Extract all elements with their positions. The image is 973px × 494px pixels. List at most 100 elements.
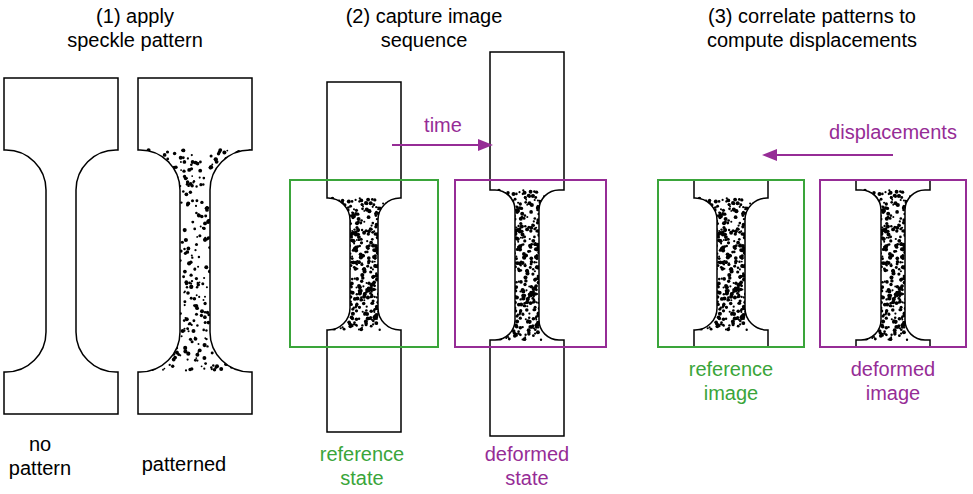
speckle-dot <box>495 202 498 205</box>
speckle-dot <box>140 172 143 175</box>
speckle-dot <box>200 225 202 227</box>
speckle-dot <box>395 251 397 253</box>
speckle-dot <box>246 330 250 334</box>
speckle-dot <box>390 231 393 234</box>
speckle-dot <box>505 255 508 258</box>
speckle-dot <box>522 252 526 256</box>
speckle-dot <box>144 269 147 272</box>
speckle-dot <box>544 213 547 216</box>
speckle-dot <box>347 289 349 291</box>
speckle-dot <box>557 329 559 331</box>
speckle-dot <box>374 321 378 325</box>
speckle-dot <box>329 212 331 214</box>
speckle-dot <box>388 299 392 303</box>
speckle-dot <box>139 183 141 185</box>
speckle-dot <box>155 338 159 342</box>
speckle-dot <box>555 273 558 276</box>
speckle-dot <box>361 229 363 231</box>
speckle-dot <box>510 301 513 304</box>
speckle-dot <box>331 255 333 257</box>
speckle-dot <box>494 223 498 227</box>
speckle-dot <box>542 257 544 259</box>
speckle-dot <box>243 269 246 272</box>
speckle-dot <box>356 286 358 288</box>
speckle-dot <box>509 293 513 297</box>
speckle-dot <box>496 262 500 266</box>
speckle-dot <box>533 217 536 220</box>
speckle-dot <box>382 282 384 284</box>
speckle-dot <box>384 274 387 277</box>
speckle-dot <box>503 242 506 245</box>
speckle-dot <box>500 195 504 199</box>
speckle-dot <box>246 270 249 273</box>
speckle-dot <box>512 293 515 296</box>
speckle-dot <box>337 272 341 276</box>
speckle-dot <box>168 250 170 252</box>
speckle-dot <box>211 240 213 242</box>
speckle-dot <box>550 228 553 231</box>
speckle-dot <box>157 226 160 229</box>
speckle-dot <box>238 200 241 203</box>
speckle-dot <box>231 158 234 161</box>
speckle-dot <box>203 343 207 347</box>
speckle-dot <box>149 336 152 339</box>
speckle-dot <box>501 325 505 329</box>
specimen <box>138 78 252 414</box>
speckle-dot <box>161 216 164 219</box>
speckle-dot <box>336 208 340 212</box>
speckle-dot <box>395 299 397 301</box>
speckle-dot <box>354 261 357 264</box>
speckle-dot <box>244 213 248 217</box>
speckle-dot <box>534 247 538 251</box>
speckle-dot <box>508 338 511 341</box>
speckle-dot <box>547 199 551 203</box>
speckle-dot <box>156 326 158 328</box>
speckle-dot <box>326 208 330 212</box>
speckle-dot <box>533 327 535 329</box>
speckle-dot <box>183 346 187 350</box>
speckle-dot <box>166 150 169 153</box>
speckle-dot <box>522 256 525 259</box>
speckle-dot <box>224 329 226 331</box>
speckle-dot <box>525 308 529 312</box>
speckle-dot <box>186 180 189 183</box>
speckle-dot <box>239 254 242 257</box>
speckle-dot <box>225 334 227 336</box>
speckle-dot <box>147 157 149 159</box>
speckle-dot <box>369 316 372 319</box>
speckle-dot <box>239 199 243 203</box>
speckle-dot <box>520 207 523 210</box>
speckle-dot <box>153 207 156 210</box>
speckle-dot <box>329 306 333 310</box>
speckle-dot <box>235 209 238 212</box>
speckle-dot <box>548 287 552 291</box>
speckle-dot <box>398 322 401 325</box>
speckle-dot <box>501 313 505 317</box>
speckle-dot <box>355 317 359 321</box>
speckle-dot <box>200 309 204 313</box>
specimen <box>4 78 118 414</box>
speckle-dot <box>189 182 193 186</box>
speckle-dot <box>388 273 390 275</box>
speckle-dot <box>217 292 221 296</box>
speckle-dot <box>496 206 498 208</box>
speckle-dot <box>500 332 502 334</box>
speckle-dot <box>332 241 336 245</box>
speckle-dot <box>167 325 171 329</box>
speckle-dot <box>544 258 546 260</box>
speckle-dot <box>514 333 518 337</box>
speckle-dot <box>328 292 331 295</box>
speckle-dot <box>534 277 538 281</box>
speckle-dot <box>393 308 395 310</box>
speckle-dot <box>145 165 147 167</box>
speckle-dot <box>148 152 151 155</box>
speckle-dot <box>391 233 395 237</box>
speckle-dot <box>375 272 377 274</box>
speckle-dot <box>358 245 361 248</box>
speckle-dot <box>339 300 341 302</box>
speckle-dot <box>228 315 232 319</box>
speckle-dot <box>243 261 246 264</box>
speckle-dot <box>230 193 234 197</box>
speckle-dot <box>531 273 534 276</box>
speckle-dot <box>339 311 342 314</box>
